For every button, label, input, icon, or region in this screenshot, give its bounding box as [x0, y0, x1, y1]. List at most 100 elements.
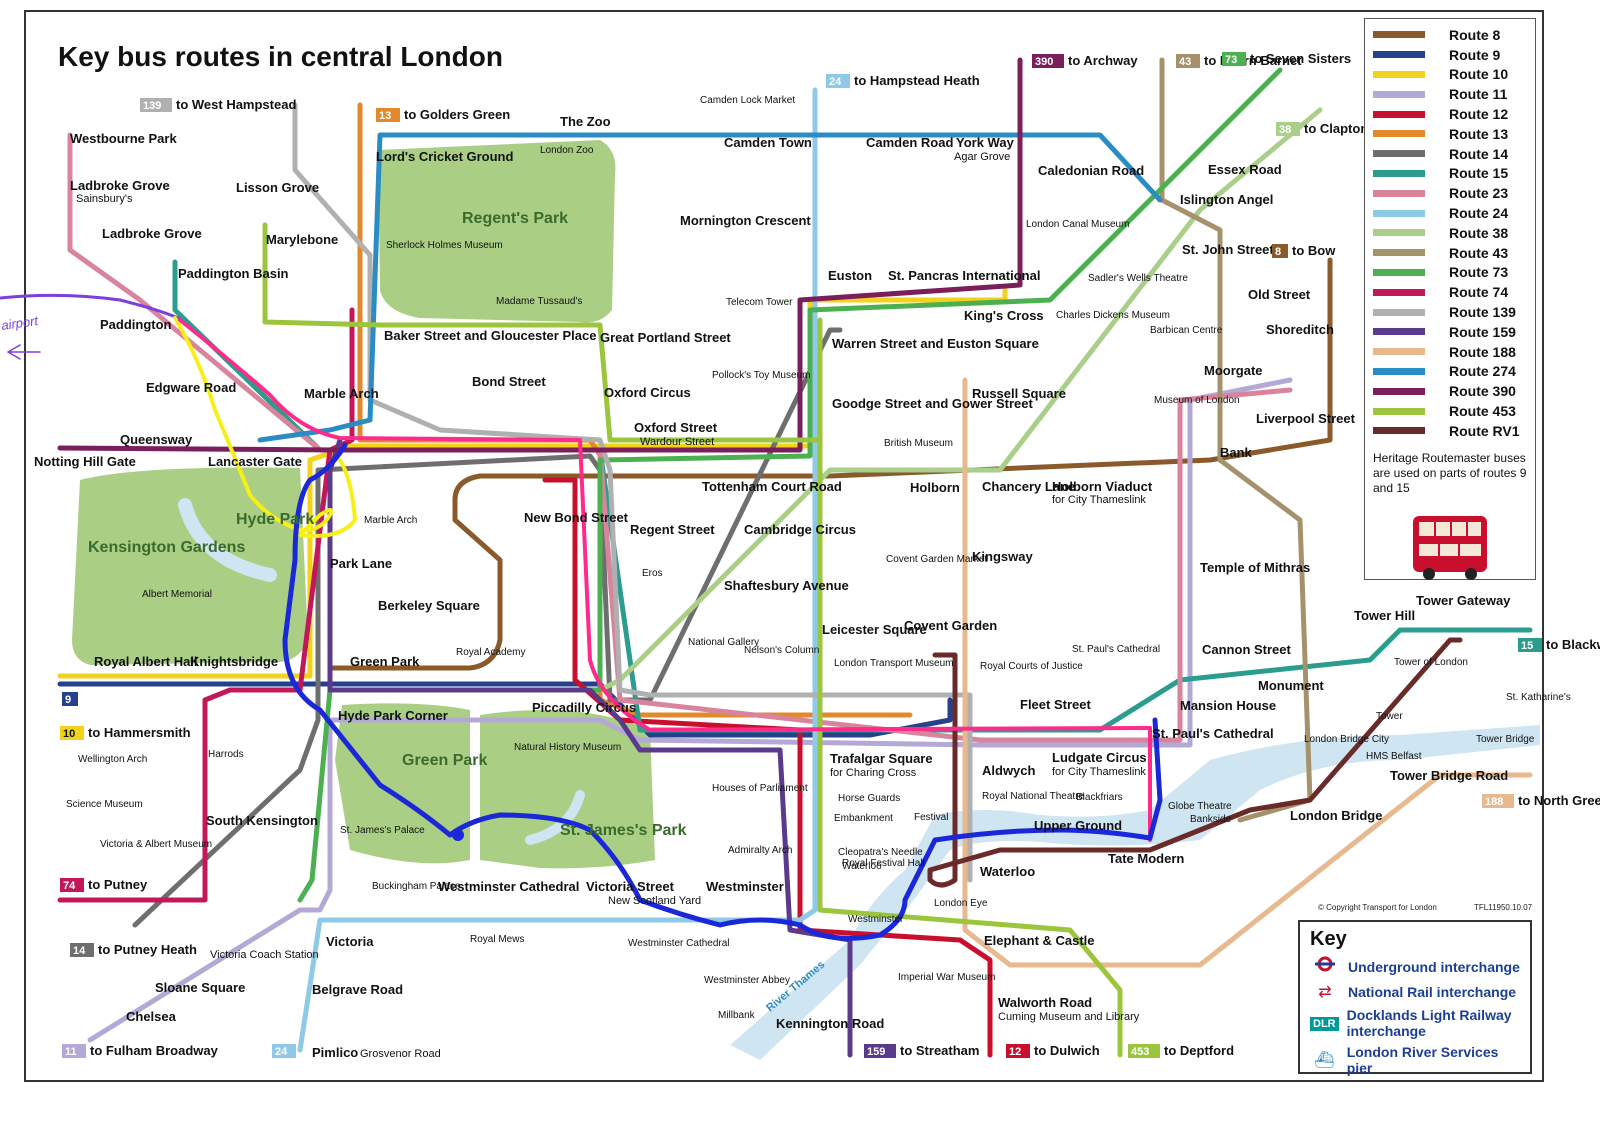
route-badge-number: 73: [1225, 54, 1237, 66]
stop-label: Regent Street: [630, 522, 715, 537]
legend-row: Route 274: [1373, 362, 1527, 382]
stop-label: Chelsea: [126, 1009, 177, 1024]
landmark-label: Museum of London: [1154, 395, 1240, 406]
legend-row: Route 24: [1373, 203, 1527, 223]
legend-swatch: [1373, 189, 1425, 197]
legend-route-name: Route 14: [1449, 145, 1509, 162]
landmark-label: Barbican Centre: [1150, 325, 1223, 336]
stop-label: Knightsbridge: [190, 654, 278, 669]
stop-label: Waterloo: [980, 864, 1035, 879]
stop-label: Camden Road: [866, 135, 953, 150]
stop-label: Belgrave Road: [312, 982, 403, 997]
stop-label: Elephant & Castle: [984, 933, 1095, 948]
route-badge: [826, 74, 850, 88]
stop-label: Camden Town: [724, 135, 812, 150]
destination-label: to Streatham: [900, 1043, 979, 1058]
legend-swatch: [1373, 308, 1425, 316]
landmark-label: Pollock's Toy Museum: [712, 370, 810, 381]
legend-swatch: [1373, 70, 1425, 78]
stop-label: Shoreditch: [1266, 322, 1334, 337]
legend-swatch: [1373, 229, 1425, 237]
stop-label: St. Pancras International: [888, 268, 1040, 283]
legend-row: Route 9: [1373, 45, 1527, 65]
stop-label: Lancaster Gate: [208, 454, 302, 469]
stop-label: Agar Grove: [954, 151, 1010, 163]
stop-label: Sloane Square: [155, 980, 245, 995]
stop-label: St. Paul's Cathedral: [1152, 726, 1274, 741]
legend-row: Route 43: [1373, 243, 1527, 263]
stop-label: Euston: [828, 268, 872, 283]
route-badge: [272, 1044, 296, 1058]
route-badge-number: 43: [1179, 56, 1191, 68]
route-badge: [140, 98, 172, 112]
destination-label: to North Greenwich: [1518, 793, 1600, 808]
stop-label: Cambridge Circus: [744, 522, 856, 537]
legend-route-name: Route 38: [1449, 224, 1509, 241]
stop-label: Temple of Mithras: [1200, 560, 1310, 575]
route-9-line: [57, 681, 953, 738]
stop-label: Sainsbury's: [76, 193, 133, 205]
stop-label: Aldwych: [982, 763, 1036, 778]
legend-swatch: [1373, 249, 1425, 257]
landmark-label: St. Paul's Cathedral: [1072, 644, 1160, 655]
landmark-label: National Gallery: [688, 637, 759, 648]
legend-swatch: [1373, 268, 1425, 276]
stop-label: Islington Angel: [1180, 192, 1273, 207]
landmark-label: Telecom Tower: [726, 297, 793, 308]
route-badge: [62, 692, 78, 706]
landmark-label: Marble Arch: [364, 515, 417, 526]
route-badge-number: 13: [379, 110, 391, 122]
arrow-annotation: [7, 344, 41, 360]
stop-label: Holborn: [910, 480, 960, 495]
landmark-label: Houses of Parliament: [712, 783, 808, 794]
legend-swatch: [1373, 90, 1425, 98]
legend-row: Route 8: [1373, 25, 1527, 45]
st-james-lake: [525, 790, 585, 845]
landmark-label: Bankside: [1190, 814, 1232, 825]
legend-route-name: Route 139: [1449, 304, 1516, 321]
legend-row: Route 188: [1373, 342, 1527, 362]
landmark-label: British Museum: [884, 438, 953, 449]
route-badge: [1482, 794, 1514, 808]
landmark-label: Camden Lock Market: [700, 95, 795, 106]
serpentine-lake: [178, 498, 277, 582]
legend-swatch: [1373, 407, 1425, 415]
park-label-st-james: St. James's Park: [560, 822, 687, 839]
park-label-hyde: Hyde Park: [236, 511, 314, 528]
route-8-line: [327, 257, 1333, 671]
route-badge-number: 15: [1521, 640, 1533, 652]
route-badge-number: 390: [1035, 56, 1053, 68]
legend-route-name: Route 43: [1449, 244, 1509, 261]
route-badge: [1222, 52, 1246, 66]
stop-label: Warren Street and Euston Square: [832, 336, 1039, 351]
landmark-label: London Bridge City: [1304, 734, 1389, 745]
stop-label: Westminster: [706, 879, 784, 894]
legend-swatch: [1373, 328, 1425, 336]
route-badge: [1128, 1044, 1160, 1058]
stop-label: Fleet Street: [1020, 697, 1091, 712]
destination-label: to Golders Green: [404, 107, 510, 122]
route-390-line: [57, 57, 1023, 453]
stop-label: Bank: [1220, 445, 1253, 460]
route-badge-number: 74: [63, 880, 76, 892]
legend-route-name: Route 10: [1449, 66, 1509, 83]
stop-label: Victoria: [326, 934, 374, 949]
route-badge-number: 188: [1485, 796, 1503, 808]
legend-route-name: Route RV1: [1449, 422, 1520, 439]
stop-label: Leicester Square: [822, 622, 927, 637]
legend-swatch: [1373, 367, 1425, 375]
legend-route-name: Route 23: [1449, 185, 1509, 202]
stop-label: Grosvenor Road: [360, 1048, 441, 1060]
landmark-label: Science Museum: [66, 799, 143, 810]
landmark-label: Westminster: [848, 914, 904, 925]
legend-swatch: [1373, 348, 1425, 356]
legend-row: Route 38: [1373, 223, 1527, 243]
legend-route-name: Route 74: [1449, 284, 1509, 301]
landmark-label: Imperial War Museum: [898, 972, 995, 983]
route-139-line: [292, 102, 973, 883]
landmark-label: Admiralty Arch: [728, 845, 792, 856]
route-badge: [1176, 54, 1200, 68]
landmark-label: Victoria & Albert Museum: [100, 839, 212, 850]
legend-route-name: Route 159: [1449, 323, 1516, 340]
